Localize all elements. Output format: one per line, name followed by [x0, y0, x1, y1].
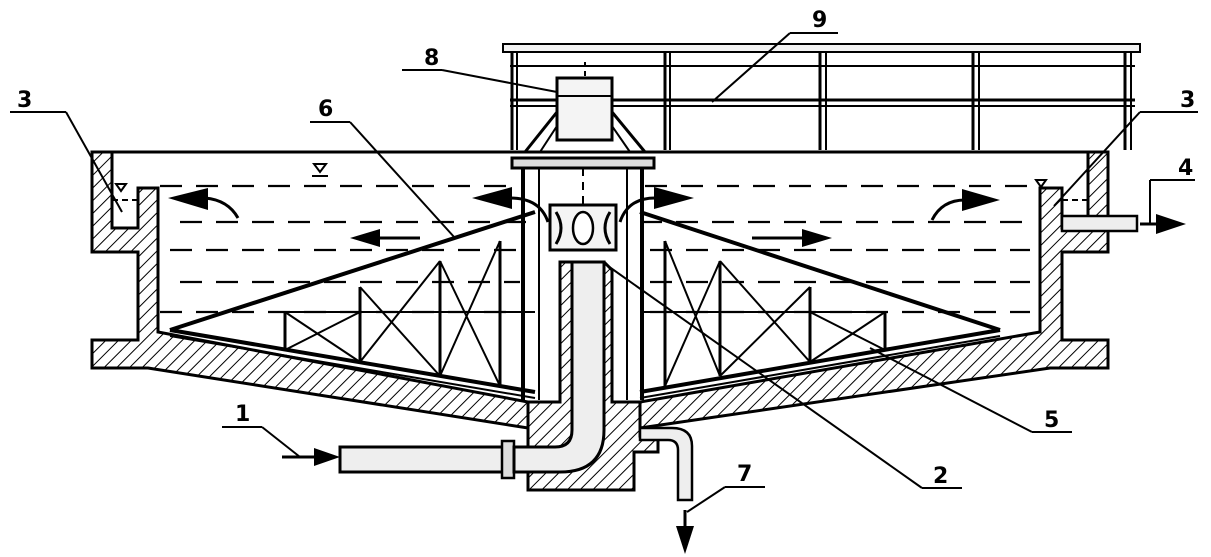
callout-3-right: 3	[1180, 88, 1195, 113]
inlet-pipe	[338, 260, 606, 480]
scraper-truss-right	[639, 210, 1001, 399]
callout-8: 8	[424, 46, 439, 71]
callout-3-left: 3	[17, 88, 32, 113]
flow-arrows	[168, 187, 1186, 554]
drive-motor	[523, 62, 647, 153]
water-level-marker	[114, 163, 1048, 193]
bridge-walkway	[502, 43, 1141, 150]
central-platform	[510, 156, 656, 170]
effluent-outlet-pipe	[1060, 214, 1139, 233]
callout-6: 6	[318, 97, 333, 122]
callout-7: 7	[737, 462, 752, 487]
central-drum	[548, 203, 618, 252]
leader-lines	[10, 32, 1198, 513]
callout-5: 5	[1044, 408, 1059, 433]
scraper-truss-left	[169, 210, 536, 399]
sludge-outlet-pipe	[638, 426, 694, 502]
callout-2: 2	[933, 464, 948, 489]
callout-4: 4	[1178, 156, 1193, 181]
callout-9: 9	[812, 8, 827, 33]
callout-1: 1	[235, 402, 250, 427]
